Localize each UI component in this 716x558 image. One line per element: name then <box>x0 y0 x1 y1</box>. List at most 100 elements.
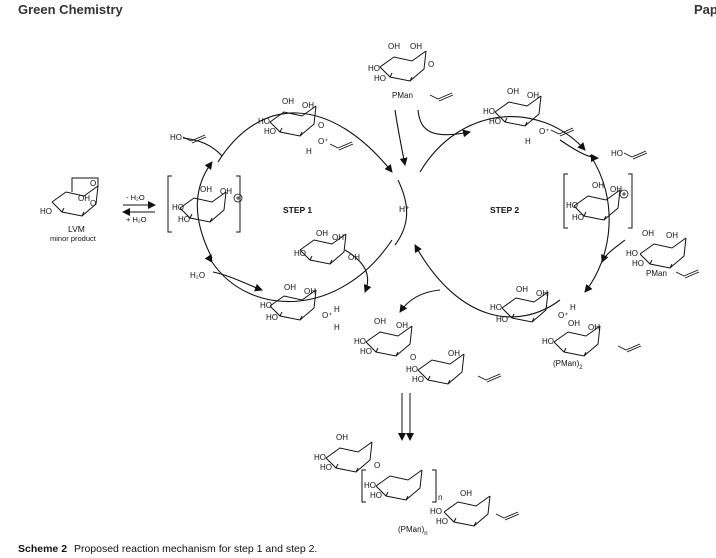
svg-text:OH: OH <box>568 319 580 328</box>
svg-text:H: H <box>570 303 576 312</box>
polymer-repeat-unit: HO HO n <box>364 469 442 502</box>
svg-text:OH: OH <box>336 433 348 442</box>
svg-text:OH: OH <box>527 91 539 100</box>
pman-top: OH OH HO HO O <box>368 42 454 102</box>
section-label: Paper <box>694 2 716 17</box>
svg-text:OH: OH <box>507 87 519 96</box>
protonated-glycoside-right: OH OH HO HO O⁺ H <box>483 87 575 146</box>
svg-text:OH: OH <box>642 229 654 238</box>
step2-arc-bottom <box>414 244 561 318</box>
step2-arc-right <box>584 154 610 293</box>
water-in-arc <box>212 271 263 292</box>
svg-text:OH: OH <box>302 101 314 110</box>
step1-label: STEP 1 <box>283 205 312 215</box>
svg-text:OH: OH <box>666 231 678 240</box>
svg-text:HO: HO <box>572 213 584 222</box>
minus-water-label: - H₂O <box>126 193 145 202</box>
svg-text:HO: HO <box>566 201 578 210</box>
svg-text:O: O <box>410 353 416 362</box>
polymer-terminal-unit: OH HO HO O <box>314 433 380 473</box>
pman-in-step2-arc <box>601 239 626 263</box>
svg-text:OH: OH <box>536 289 548 298</box>
mannose-in-arc <box>344 249 372 293</box>
svg-text:n: n <box>438 493 442 502</box>
chain-arc <box>399 289 441 313</box>
svg-text:H: H <box>334 305 340 314</box>
pa-out-arc-right <box>559 139 599 162</box>
pman-right-label: PMan <box>646 269 667 278</box>
svg-text:O⁺: O⁺ <box>318 137 328 146</box>
protonated-glycoside-left: OH OH HO HO O O⁺ H <box>258 97 354 156</box>
svg-text:HO: HO <box>368 64 380 73</box>
lvm-molecule: O O OH HO <box>40 177 99 217</box>
svg-text:O⁺: O⁺ <box>322 311 332 320</box>
caption-text: Proposed reaction mechanism for step 1 a… <box>73 543 318 555</box>
pa-out-arc-left <box>182 137 223 157</box>
svg-text:OH: OH <box>388 42 400 51</box>
step1-arc-right <box>394 179 408 246</box>
svg-text:HO: HO <box>40 207 52 216</box>
propargyl-alcohol-left: HO <box>170 133 182 142</box>
water-label: H₂O <box>190 271 205 280</box>
svg-text:O: O <box>318 121 324 130</box>
svg-text:HO: HO <box>172 203 184 212</box>
oxocarbenium-bracket-right <box>563 173 633 229</box>
disaccharide-upper-unit: OH OH HO HO O <box>354 317 416 362</box>
svg-text:OH: OH <box>410 42 422 51</box>
svg-text:HO: HO <box>436 517 448 526</box>
svg-text:OH: OH <box>200 185 212 194</box>
pman-in-arc <box>394 109 408 166</box>
svg-text:O⁺: O⁺ <box>558 311 568 320</box>
svg-text:OH: OH <box>610 185 622 194</box>
svg-text:O⁺: O⁺ <box>539 127 549 136</box>
step1-arc-top <box>217 112 393 173</box>
mannose-molecule: OH OH HO OH <box>294 229 360 265</box>
svg-text:H: H <box>525 137 531 146</box>
pmann-label: (PMan)n <box>398 525 428 537</box>
svg-text:OH: OH <box>516 285 528 294</box>
step1-arc-left <box>196 161 213 259</box>
svg-text:O: O <box>90 179 96 188</box>
equilibrium-arrows <box>122 201 156 216</box>
lvm-label: LVM <box>68 224 85 234</box>
svg-text:OH: OH <box>304 287 316 296</box>
svg-text:OH: OH <box>588 323 600 332</box>
svg-text:OH: OH <box>78 194 90 203</box>
svg-text:OH: OH <box>332 233 344 242</box>
svg-text:HO: HO <box>370 491 382 500</box>
svg-text:OH: OH <box>374 317 386 326</box>
svg-text:O: O <box>428 60 434 69</box>
svg-text:OH: OH <box>448 349 460 358</box>
svg-text:OH: OH <box>316 229 328 238</box>
svg-text:HO: HO <box>430 507 442 516</box>
svg-text:HO: HO <box>496 315 508 324</box>
svg-text:HO: HO <box>374 74 386 83</box>
hydrated-intermediate: OH OH HO HO O⁺ H H <box>260 283 340 332</box>
svg-text:HO: HO <box>632 259 644 268</box>
svg-text:HO: HO <box>266 313 278 322</box>
scheme-caption: Scheme 2 Proposed reaction mechanism for… <box>18 543 317 555</box>
pman-out-arc <box>417 109 471 138</box>
svg-text:OH: OH <box>396 321 408 330</box>
plus-water-label: + H₂O <box>126 215 147 224</box>
pman2-upper-unit: OH OH HO HO O⁺ H <box>490 285 576 324</box>
svg-text:H: H <box>306 147 312 156</box>
oxocarbenium-bracket-left <box>167 175 241 233</box>
svg-text:HO: HO <box>260 301 272 310</box>
propargyl-alcohol-right: HO <box>611 149 623 158</box>
pman2-label: (PMan)2 <box>553 359 583 371</box>
oxocarbenium-ion-left: OH OH HO HO <box>172 185 243 224</box>
lvm-minor-product-label: minor product <box>50 234 97 243</box>
svg-text:OH: OH <box>592 181 604 190</box>
svg-text:HO: HO <box>406 365 418 374</box>
svg-text:HO: HO <box>542 337 554 346</box>
svg-text:HO: HO <box>489 117 501 126</box>
step1-arc-bottom <box>204 239 393 303</box>
pman2-lower-unit: OH OH HO <box>542 319 642 357</box>
pman-top-label: PMan <box>392 91 413 100</box>
svg-text:HO: HO <box>314 453 326 462</box>
svg-text:OH: OH <box>220 187 232 196</box>
svg-text:HO: HO <box>364 481 376 490</box>
repeat-unit-bracket <box>361 469 437 503</box>
